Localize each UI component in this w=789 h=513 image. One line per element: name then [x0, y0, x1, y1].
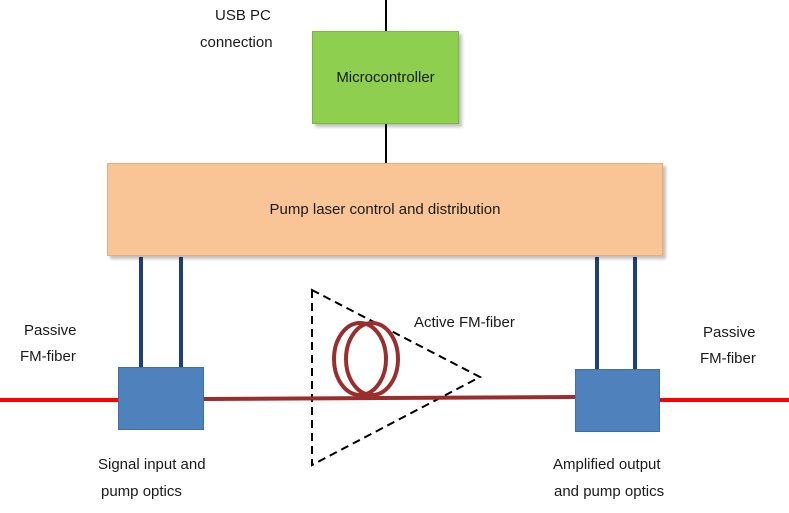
passive-fiber-left-label-line1: Passive — [24, 322, 77, 339]
microcontroller-label: Microcontroller — [336, 69, 435, 86]
active-fiber-label: Active FM-fiber — [414, 314, 515, 331]
microcontroller-box: Microcontroller — [312, 31, 459, 124]
amplifier-triangle — [311, 288, 483, 467]
amplified-output-label-line2: and pump optics — [554, 483, 665, 500]
passive-fiber-right-label-line1: Passive — [703, 324, 756, 341]
active-fiber-coil-1 — [332, 321, 388, 397]
usb-label-line1: USB PC — [215, 7, 271, 24]
pump-control-box: Pump laser control and distribution — [107, 163, 663, 256]
amplified-output-label-line1: Amplified output — [553, 456, 661, 473]
signal-input-label-line1: Signal input and — [98, 456, 206, 473]
passive-fiber-left-label-line2: FM-fiber — [20, 348, 76, 365]
amplified-output-optics-box — [575, 369, 660, 432]
signal-input-label-line2: pump optics — [101, 483, 182, 500]
signal-input-optics-box — [118, 367, 204, 430]
usb-label-line2: connection — [200, 34, 273, 51]
active-fiber-line — [203, 395, 576, 401]
active-fiber-coil-2 — [344, 321, 400, 397]
pump-control-label: Pump laser control and distribution — [269, 201, 501, 218]
passive-fiber-right-label-line2: FM-fiber — [700, 350, 756, 367]
